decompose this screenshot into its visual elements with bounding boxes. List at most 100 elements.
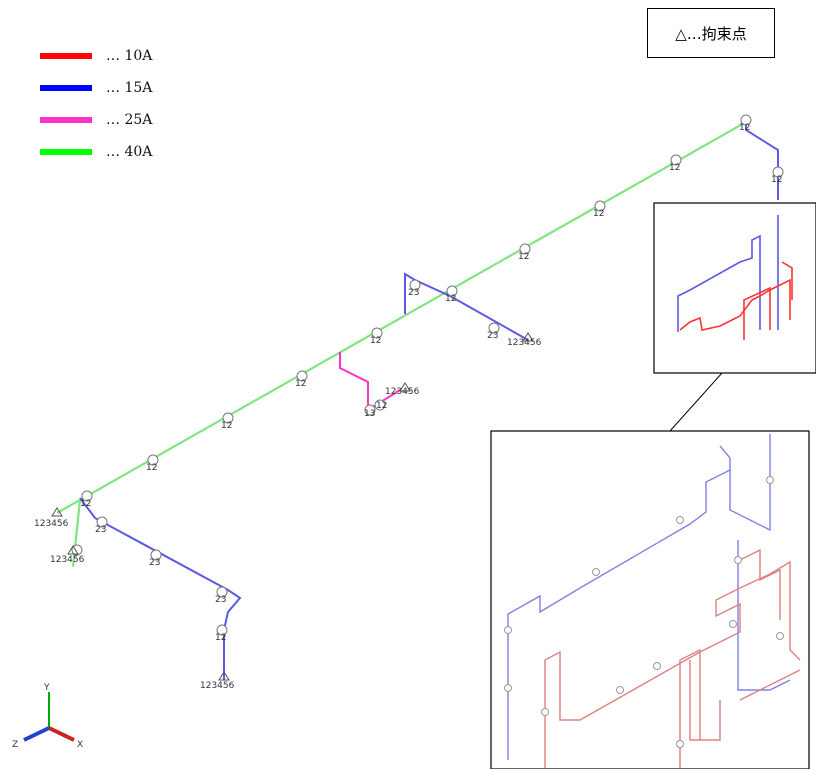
node-marker xyxy=(147,454,159,466)
pipe-40a-drop xyxy=(71,499,82,568)
detail-pipe-10a-d xyxy=(739,548,781,620)
node-label: 12 xyxy=(739,123,750,133)
callout-leader-line xyxy=(669,372,723,432)
node-label: 23 xyxy=(149,558,160,568)
node-label: 123456 xyxy=(385,387,420,397)
node-marker xyxy=(216,586,228,598)
node-marker xyxy=(504,684,512,692)
legend-label-15a: … 15A xyxy=(106,80,153,96)
x-axis-line xyxy=(48,726,75,742)
node-label: 12 xyxy=(771,175,782,185)
node-label: 12 xyxy=(295,379,306,389)
node-label: 12 xyxy=(370,336,381,346)
detail-pipe-10a xyxy=(544,560,801,768)
node-marker xyxy=(364,404,376,416)
node-label: 123456 xyxy=(200,681,235,691)
detail-inset-pipes xyxy=(507,434,801,768)
node-label: 12 xyxy=(593,209,604,219)
node-label: 12 xyxy=(80,499,91,509)
constraint-triangle xyxy=(67,545,79,555)
node-marker xyxy=(734,556,742,564)
node-marker xyxy=(653,662,661,670)
legend-swatch-25a xyxy=(40,117,92,123)
overview-inset-pipes xyxy=(677,215,793,340)
constraint-point-note: △…拘束点 xyxy=(647,8,775,58)
node-marker xyxy=(740,114,752,126)
node-marker xyxy=(676,740,684,748)
legend-label-25a: … 25A xyxy=(106,112,153,128)
node-marker xyxy=(676,516,684,524)
node-marker xyxy=(216,624,228,636)
legend-swatch-10a xyxy=(40,53,92,59)
legend-item-40a: … 40A xyxy=(40,136,152,168)
node-marker xyxy=(670,154,682,166)
node-marker xyxy=(616,686,624,694)
node-label: 13 xyxy=(364,409,375,419)
node-labels: 12 12 12 12 12 12 12 12 12 12 23 23 1234… xyxy=(34,123,782,691)
node-marker xyxy=(519,243,531,255)
node-label: 12 xyxy=(445,294,456,304)
legend-label-10a: … 10A xyxy=(106,48,153,64)
node-marker xyxy=(729,620,737,628)
node-marker xyxy=(222,412,234,424)
node-label: 23 xyxy=(408,288,419,298)
detail-pipe-10a-b xyxy=(679,648,701,768)
node-marker xyxy=(374,399,386,411)
node-label: 12 xyxy=(221,421,232,431)
inset-pipe-15a xyxy=(677,234,761,332)
node-label: 23 xyxy=(215,595,226,605)
inset-pipe-10a-c xyxy=(781,261,793,300)
node-label: 12 xyxy=(146,463,157,473)
node-marker xyxy=(776,632,784,640)
constraint-triangle xyxy=(522,332,534,342)
z-axis-label: Z xyxy=(12,740,18,750)
pipe-25a-branch xyxy=(339,352,401,412)
node-label: 12 xyxy=(518,252,529,262)
legend-swatch-15a xyxy=(40,85,92,91)
constraint-triangle xyxy=(51,507,63,517)
inset-pipe-10a-b xyxy=(743,286,771,340)
overview-inset-frame xyxy=(653,202,816,374)
node-label: 123456 xyxy=(507,338,542,348)
inset-pipe-10a xyxy=(679,278,791,331)
detail-inset-nodes xyxy=(504,476,784,748)
detail-pipe-15a-b xyxy=(719,445,731,470)
legend-label-40a: … 40A xyxy=(106,144,153,160)
node-marker xyxy=(488,322,500,334)
constraint-triangle xyxy=(218,671,230,681)
z-axis-line xyxy=(23,726,50,742)
detail-pipe-15a-c xyxy=(737,540,791,691)
node-marker xyxy=(594,200,606,212)
legend-item-25a: … 25A xyxy=(40,104,152,136)
node-label: 12 xyxy=(669,163,680,173)
node-label: 123456 xyxy=(50,555,85,565)
node-marker xyxy=(150,549,162,561)
constraint-points xyxy=(51,332,534,681)
node-marker xyxy=(96,516,108,528)
constraint-point-text: △…拘束点 xyxy=(675,24,747,43)
node-marker xyxy=(81,490,93,502)
node-label: 123456 xyxy=(34,519,69,529)
constraint-triangle xyxy=(399,382,411,392)
detail-pipe-15a xyxy=(507,434,771,760)
legend-swatch-40a xyxy=(40,149,92,155)
y-axis-label: Y xyxy=(43,683,50,693)
pipe-15a-riser xyxy=(745,122,779,200)
node-marker xyxy=(772,166,784,178)
node-marker xyxy=(296,370,308,382)
node-marker xyxy=(504,626,512,634)
node-label: 12 xyxy=(215,633,226,643)
node-label: 23 xyxy=(95,525,106,535)
detail-inset-frame xyxy=(490,430,810,769)
x-axis-label: X xyxy=(77,740,83,750)
node-marker xyxy=(409,279,421,291)
legend-item-15a: … 15A xyxy=(40,72,152,104)
node-marker xyxy=(541,708,549,716)
detail-pipe-10a-e xyxy=(739,669,801,701)
legend-item-10a: … 10A xyxy=(40,40,152,72)
node-label: 12 xyxy=(376,401,387,411)
node-marker xyxy=(446,285,458,297)
node-label: 23 xyxy=(487,331,498,341)
axis-triad: Y X Z xyxy=(12,683,83,750)
